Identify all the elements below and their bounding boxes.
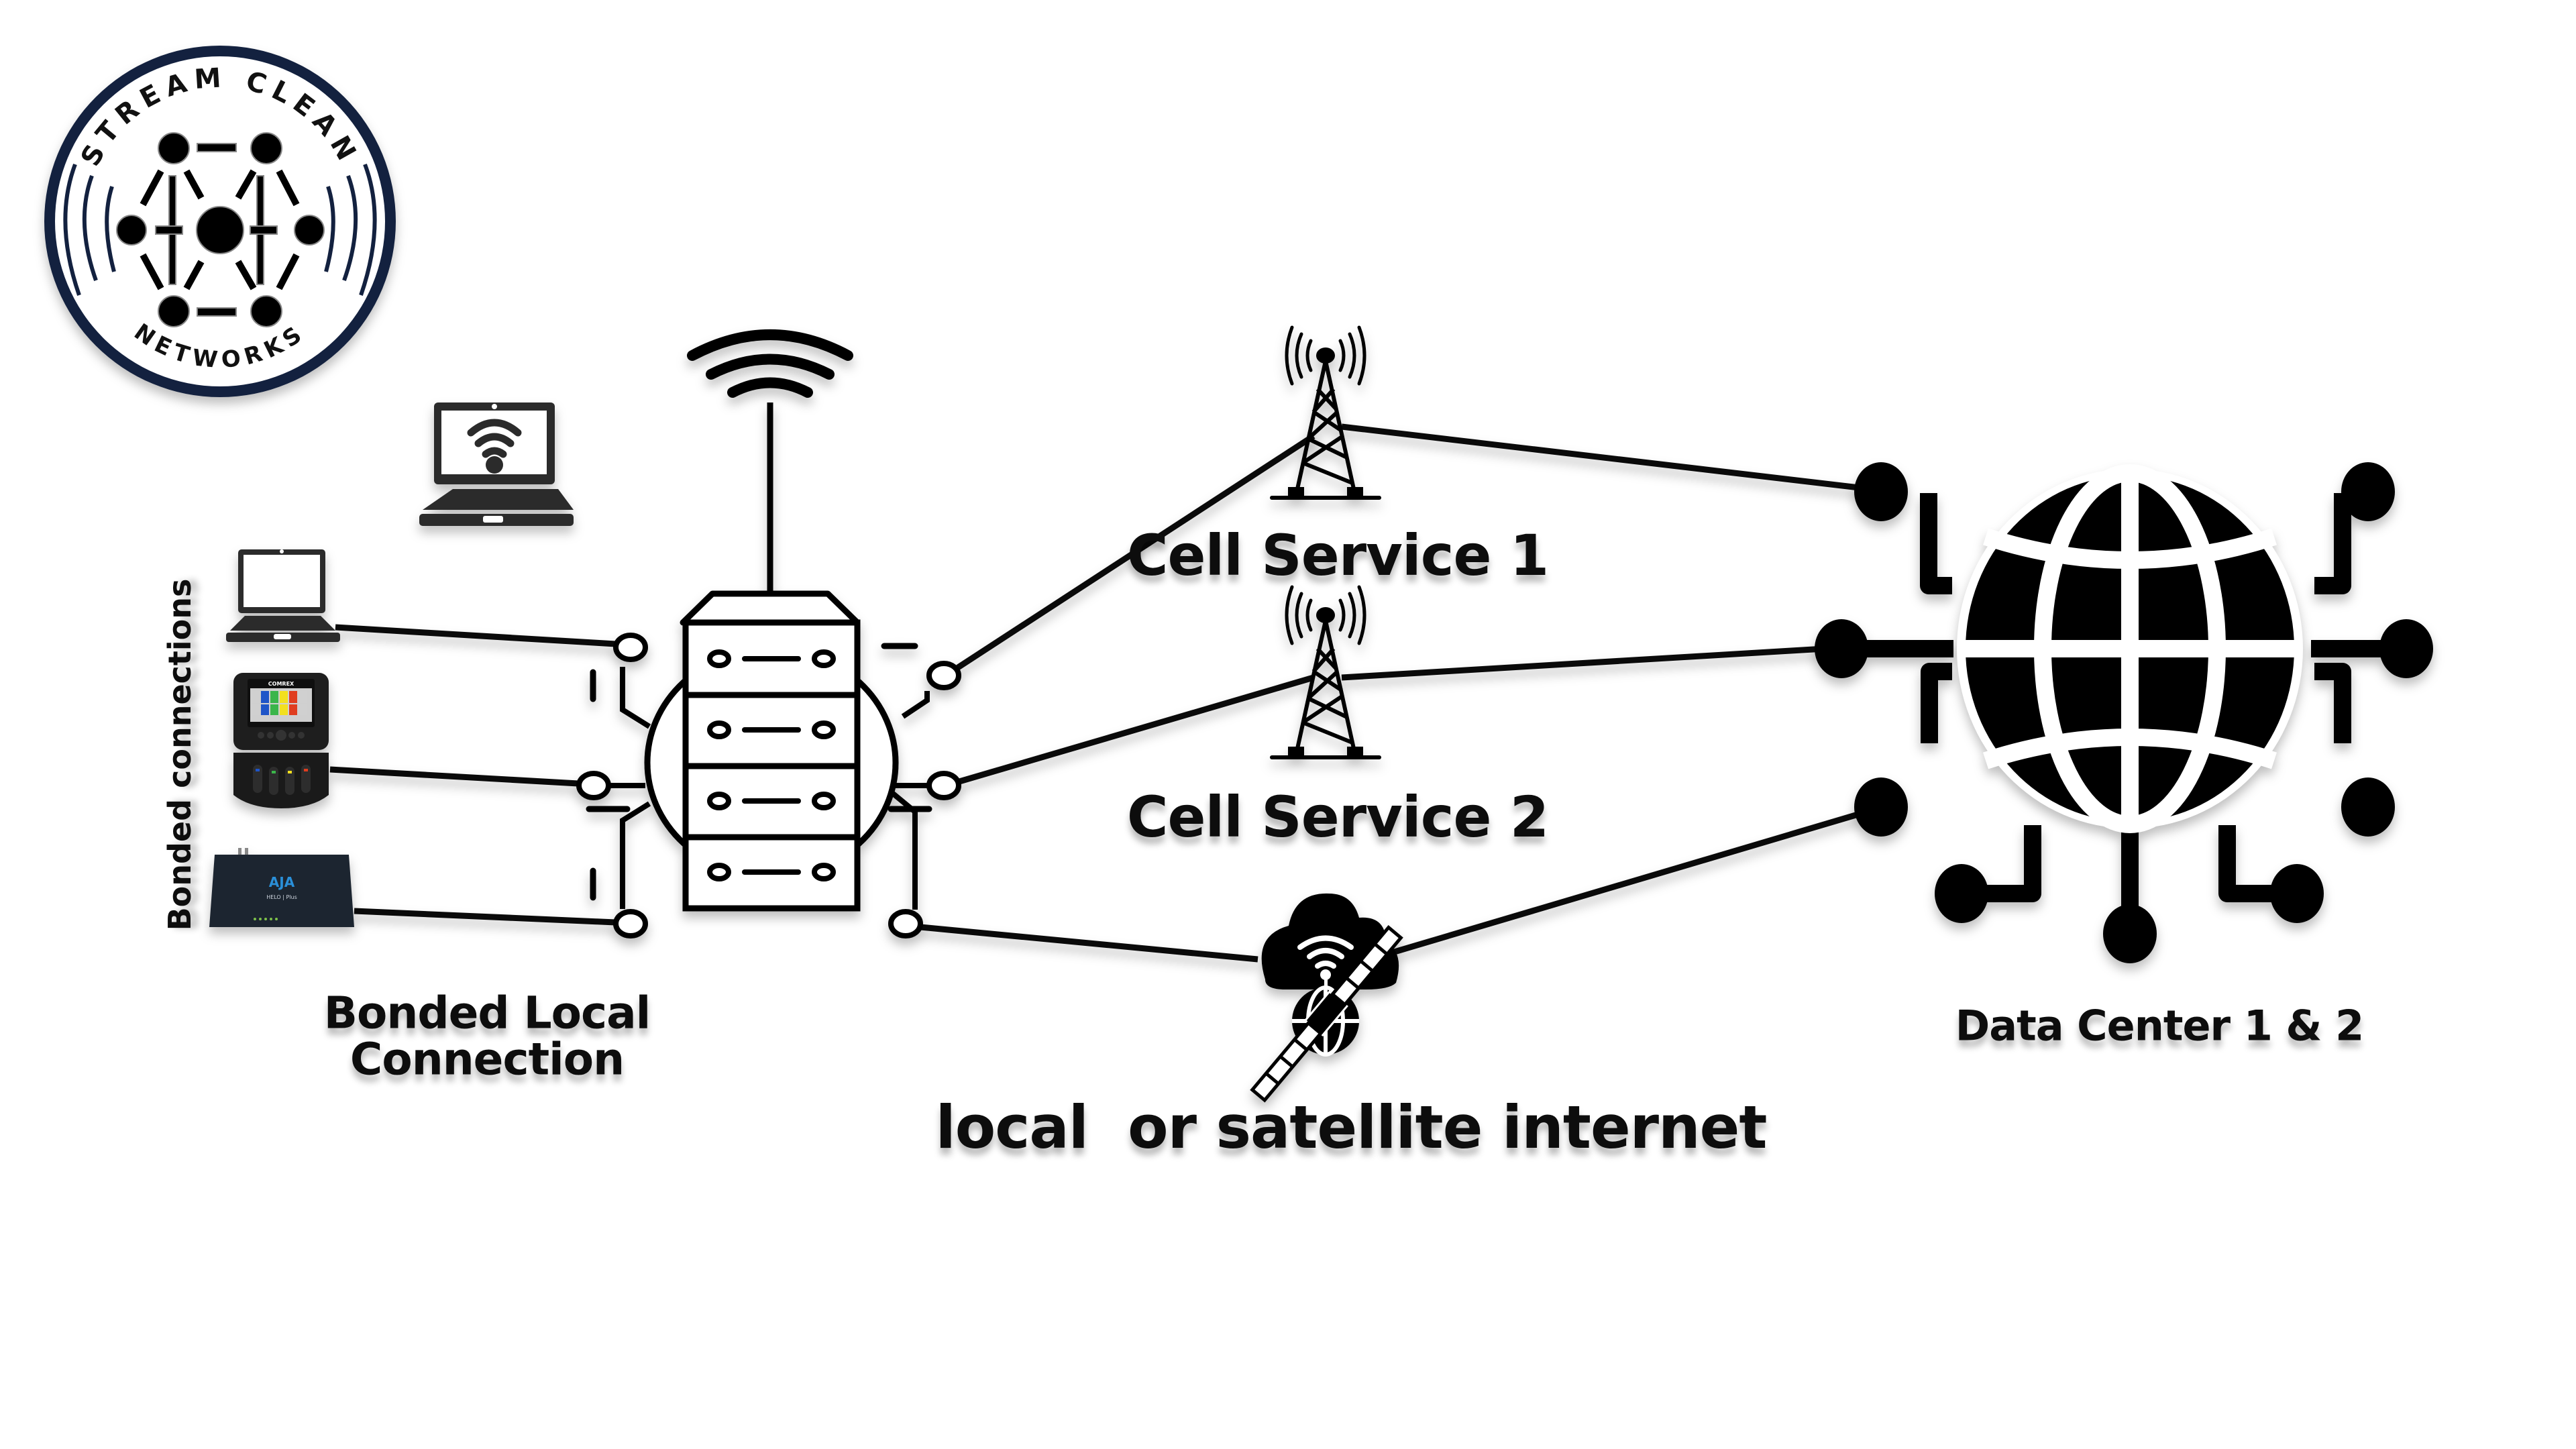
node-left-top [1854,462,1908,521]
laptop-wifi-icon [419,402,574,526]
port-right-2 [926,771,961,800]
cell-tower-icon [1270,325,1381,500]
server-router-icon [576,329,961,938]
laptop-icon [226,549,340,642]
bonded-connections-label: Bonded connections [161,578,198,931]
port-left-3 [613,909,648,938]
cell-service-1-label: Cell Service 1 [1126,522,1549,588]
connection-cell1-datacenter [1341,423,1866,492]
connection-cell2-datacenter [1341,645,1825,681]
wifi-signal-icon [687,329,853,398]
bonded-local-line1: Bonded Local [323,987,651,1039]
connection-router-cell2 [958,674,1315,785]
codec-screen [250,688,312,722]
bonded-local-line2: Connection [350,1034,625,1085]
connection-router-internet [920,924,1258,963]
cell-tower-icon [1272,587,1379,757]
satellite-internet-label: local or satellite internet [935,1092,1768,1162]
port-left-2 [576,771,611,800]
device-brand-comrex: COMREX [268,681,294,687]
device-brand-aja: AJA [269,874,295,890]
connection-lines [329,423,1873,963]
cloud-satellite-icon [1250,893,1403,1103]
device-model-aja: HELO | Plus [266,894,297,900]
connection-laptop-router [335,624,616,647]
router-ports [576,633,961,938]
connection-comrex-router [329,766,579,787]
port-left-1 [613,633,648,662]
audio-codec-device-icon: COMREX [233,673,329,808]
port-right-1 [926,661,961,690]
connection-aja-router [354,908,616,926]
network-hexagon-icon [116,132,325,327]
bonded-local-connection-label: Bonded Local Connection [323,987,651,1085]
data-center-label: Data Center 1 & 2 [1955,1001,2364,1051]
node-left-bottom [1854,777,1908,837]
node-left-mid [1815,619,1868,678]
signal-waves-icon [63,163,377,296]
globe-network-icon [1815,462,2433,963]
stream-encoder-device-icon: AJA HELO | Plus [209,848,354,927]
port-right-3 [888,909,923,938]
connection-router-cell1 [956,433,1316,670]
cell-service-2-label: Cell Service 2 [1126,784,1549,850]
connection-internet-datacenter [1391,807,1873,956]
logo: STREAM CLEAN NETWORKS [44,46,396,397]
